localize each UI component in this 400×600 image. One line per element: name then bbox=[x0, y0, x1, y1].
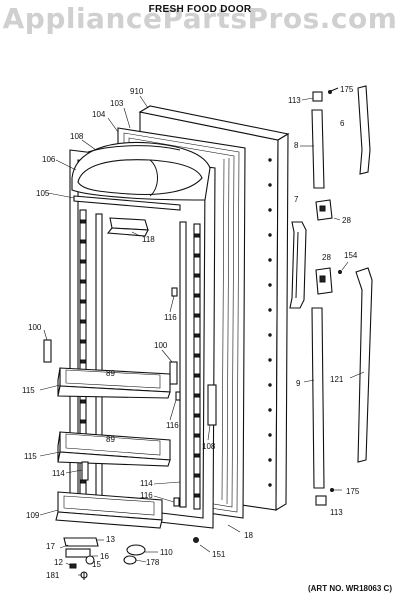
callout-18: 18 bbox=[244, 531, 253, 540]
callout-115: 115 bbox=[24, 452, 37, 461]
butter-module bbox=[106, 217, 149, 237]
callout-910: 910 bbox=[130, 87, 144, 96]
callout-175: 175 bbox=[340, 85, 354, 94]
callout-154: 154 bbox=[344, 251, 358, 260]
callout-15: 15 bbox=[92, 560, 101, 569]
callout-116: 116 bbox=[164, 313, 177, 322]
handle-cap-top bbox=[312, 87, 339, 102]
callout-175: 175 bbox=[346, 487, 360, 496]
handle-screw bbox=[338, 270, 342, 274]
shelf-end-cap bbox=[43, 339, 178, 385]
screw bbox=[193, 537, 199, 543]
door-handle bbox=[289, 221, 307, 309]
leader-lines bbox=[39, 95, 365, 576]
callout-16: 16 bbox=[100, 552, 109, 561]
callout-109: 109 bbox=[26, 511, 40, 520]
callout-6: 6 bbox=[340, 119, 345, 128]
callout-181: 181 bbox=[46, 571, 60, 580]
callout-89: 89 bbox=[106, 369, 115, 378]
callout-28: 28 bbox=[342, 216, 351, 225]
dairy-compartment bbox=[71, 141, 211, 201]
watermark: AppliancePartsPros.com bbox=[2, 2, 398, 35]
callout-110: 110 bbox=[160, 548, 173, 557]
art-number: (ART NO. WR18063 C) bbox=[307, 584, 392, 593]
callout-121: 121 bbox=[330, 375, 344, 384]
callout-7: 7 bbox=[294, 195, 299, 204]
handle-cap-bottom bbox=[315, 488, 334, 506]
handle-mount-upper bbox=[311, 109, 325, 189]
callout-28: 28 bbox=[322, 253, 331, 262]
callout-104: 104 bbox=[92, 110, 106, 119]
callout-100: 100 bbox=[154, 341, 168, 350]
callout-13: 13 bbox=[106, 535, 115, 544]
handle-mount-lower bbox=[311, 307, 325, 489]
callout-115: 115 bbox=[22, 386, 35, 395]
shelf-rail-insert bbox=[81, 461, 89, 481]
callout-178: 178 bbox=[146, 558, 160, 567]
callout-114: 114 bbox=[140, 479, 153, 488]
callout-116: 116 bbox=[140, 491, 153, 500]
handle-trim-upper bbox=[357, 85, 371, 175]
dairy-shelf bbox=[73, 195, 181, 211]
callout-103: 103 bbox=[110, 99, 124, 108]
callout-118: 118 bbox=[142, 235, 155, 244]
door-bin-bottom bbox=[55, 491, 163, 529]
callout-106: 106 bbox=[42, 155, 56, 164]
callout-89: 89 bbox=[106, 435, 115, 444]
handle-trim-lower bbox=[355, 267, 373, 463]
callout-113: 113 bbox=[330, 508, 343, 517]
callout-114: 114 bbox=[52, 469, 65, 478]
callout-151: 151 bbox=[212, 550, 226, 559]
callout-17: 17 bbox=[46, 542, 55, 551]
callout-116: 116 bbox=[166, 421, 179, 430]
callout-108: 108 bbox=[70, 132, 84, 141]
bottom-hinge-parts bbox=[63, 537, 99, 580]
handle-bracket-upper bbox=[315, 199, 333, 221]
callout-12: 12 bbox=[54, 558, 63, 567]
diagram-title: FRESH FOOD DOOR bbox=[148, 4, 252, 15]
callout-labels: 910 103 104 108 106 105 118 116 100 100 … bbox=[22, 85, 360, 580]
hinge-side-strip bbox=[207, 384, 217, 426]
callout-8: 8 bbox=[294, 141, 299, 150]
door-inner-liner bbox=[69, 149, 216, 529]
callout-9: 9 bbox=[296, 379, 301, 388]
callout-105: 105 bbox=[36, 189, 50, 198]
bottom-cam bbox=[123, 544, 146, 565]
callout-108: 108 bbox=[202, 442, 216, 451]
callout-100: 100 bbox=[28, 323, 42, 332]
callout-113: 113 bbox=[288, 96, 301, 105]
handle-bracket-lower bbox=[315, 267, 333, 295]
shelf-clip bbox=[171, 287, 181, 507]
door-bin-upper bbox=[57, 367, 171, 399]
